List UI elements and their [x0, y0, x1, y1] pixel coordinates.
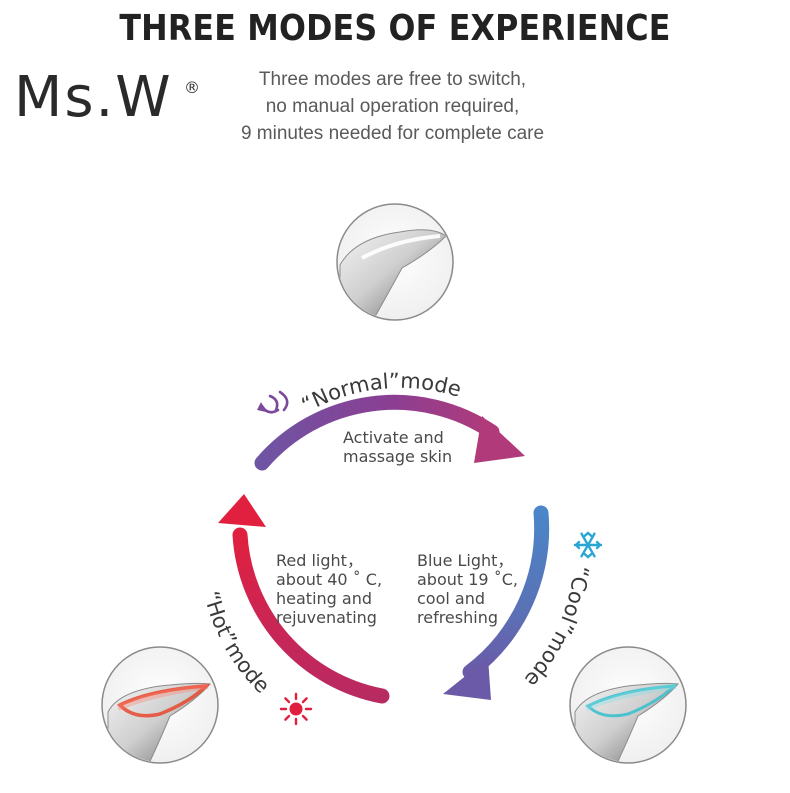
sun-icon	[281, 694, 311, 724]
snowflake-icon	[575, 533, 601, 557]
cool-mode-description: Blue Light， about 19 ˚C, cool and refres…	[417, 551, 518, 627]
normal-device-image	[337, 204, 453, 322]
description-line: Blue Light，	[417, 551, 518, 570]
description-line: rejuvenating	[276, 608, 382, 627]
description-line: massage skin	[343, 447, 452, 466]
normal-mode-description: Activate and massage skin	[343, 428, 452, 466]
cool-device-image	[570, 647, 686, 770]
hot-mode-description: Red light， about 40 ˚ C, heating and rej…	[276, 551, 382, 627]
wave-arrows-icon	[257, 392, 287, 412]
description-line: about 19 ˚C,	[417, 570, 518, 589]
hot-device-image	[102, 647, 218, 770]
description-line: heating and	[276, 589, 382, 608]
description-line: Red light，	[276, 551, 382, 570]
description-line: refreshing	[417, 608, 518, 627]
description-line: cool and	[417, 589, 518, 608]
description-line: about 40 ˚ C,	[276, 570, 382, 589]
description-line: Activate and	[343, 428, 452, 447]
